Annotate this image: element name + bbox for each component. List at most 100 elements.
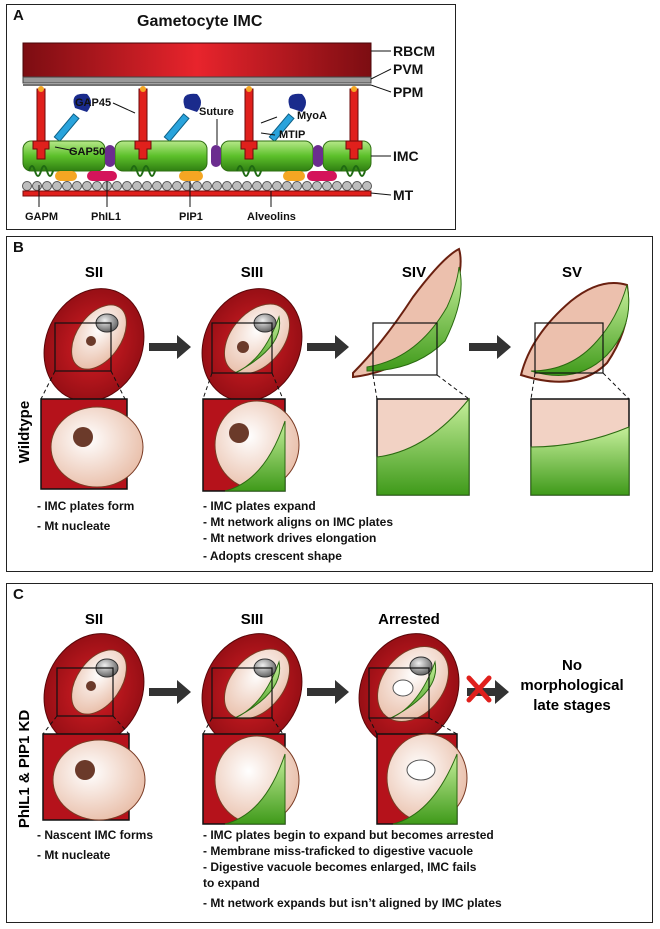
zoom-panel-arrested: [376, 733, 468, 825]
label-myoa: MyoA: [297, 110, 327, 122]
alveolin-bead: [112, 181, 122, 191]
alveolin-bead: [52, 181, 62, 191]
stage-label-siv: SIV: [402, 264, 426, 281]
kd-stage-arrows: [149, 680, 509, 704]
alveolin-bead: [72, 181, 82, 191]
outcome-line-1: No: [562, 657, 582, 674]
zoom-panel-siv: [376, 397, 470, 496]
pvm-layer: [22, 76, 372, 84]
rbcm-layer: [22, 42, 372, 78]
blocked-x-icon: [466, 675, 492, 703]
alveolin-bead: [192, 181, 202, 191]
label-pvm: PVM: [393, 61, 423, 77]
zoom-panel-c-siii: [202, 733, 300, 825]
knockdown-stages: PhIL1 & PIP1 KD SII SIII Arrested: [16, 611, 624, 828]
alveolin-bead: [212, 181, 222, 191]
kd-note-2b: - Membrane miss-traficked to digestive v…: [203, 844, 474, 858]
kd-note-1a: - Nascent IMC forms: [37, 828, 154, 842]
zoom-box-siv: [372, 322, 438, 376]
kd-note-2a: - IMC plates begin to expand but becomes…: [203, 828, 494, 842]
panel-a: A Gametocyte IMC: [6, 4, 456, 230]
wt-note-2d: - Adopts crescent shape: [203, 549, 342, 563]
alveolin-bead: [312, 181, 322, 191]
zoom-box-arrested: [368, 667, 430, 719]
label-gap50: GAP50: [69, 146, 105, 158]
alveolin-bead: [342, 181, 352, 191]
zoom-box-c-siii: [211, 667, 273, 719]
gap50-anchors: [32, 140, 363, 160]
alveolin-bead: [202, 181, 212, 191]
zoom-panel-siii: [202, 398, 300, 492]
alveolin-bead: [292, 181, 302, 191]
myoa-motors: [53, 93, 306, 143]
label-rbcm: RBCM: [393, 43, 435, 59]
alveolin-beads: [22, 181, 372, 191]
stage-label-sv: SV: [562, 264, 582, 281]
wt-note-1a: - IMC plates form: [37, 499, 135, 513]
panel-b-letter: B: [13, 239, 24, 256]
panel-c-letter: C: [13, 586, 24, 603]
stage-label-c-sii: SII: [85, 611, 103, 628]
label-gapm: GAPM: [25, 211, 58, 223]
kd-note-1b: - Mt nucleate: [37, 848, 111, 862]
panel-b: B Wildtype SII SIII SIV SV: [6, 236, 653, 572]
alveolin-bead: [62, 181, 72, 191]
wt-note-2a: - IMC plates expand: [203, 499, 316, 513]
label-gap45: GAP45: [75, 97, 111, 109]
alveolin-bead: [222, 181, 232, 191]
outcome-line-3: late stages: [533, 697, 611, 714]
panel-a-letter: A: [13, 7, 24, 24]
alveolin-bead: [282, 181, 292, 191]
label-pip1: PIP1: [179, 211, 203, 223]
wt-note-2b: - Mt network aligns on IMC plates: [203, 515, 394, 529]
alveolin-bead: [32, 181, 42, 191]
alveolin-bead: [22, 181, 32, 191]
alveolin-bead: [152, 181, 162, 191]
zoom-box-sii: [54, 322, 112, 372]
sutures: [105, 145, 323, 167]
kd-note-2e: - Mt network expands but isn’t aligned b…: [203, 896, 502, 910]
kd-note-2d: to expand: [203, 876, 260, 890]
cell-arrested: [358, 633, 460, 747]
alveolin-bead: [172, 181, 182, 191]
stage-label-c-siii: SIII: [241, 611, 264, 628]
phil1-pip1: [55, 171, 337, 181]
panel-a-title: Gametocyte IMC: [137, 13, 263, 30]
outcome-line-2: morphological: [520, 677, 623, 694]
microtubule-line: [22, 190, 372, 197]
cell-sv: [519, 282, 630, 383]
cell-c-sii: [43, 633, 145, 747]
alveolin-bead: [302, 181, 312, 191]
label-imc: IMC: [393, 148, 419, 164]
zoom-panel-sii: [40, 398, 144, 490]
zoom-box-siii: [211, 322, 273, 374]
zoom-panel-sv: [530, 398, 630, 496]
wildtype-stages: Wildtype SII SIII SIV SV: [16, 247, 630, 496]
alveolin-bead: [242, 181, 252, 191]
alveolin-bead: [92, 181, 102, 191]
stage-label-arrested: Arrested: [378, 611, 440, 628]
alveolin-bead: [132, 181, 142, 191]
alveolin-bead: [232, 181, 242, 191]
side-label-wildtype: Wildtype: [16, 401, 33, 463]
label-phil1: PhIL1: [91, 211, 121, 223]
zoom-panel-c-sii: [42, 733, 146, 821]
alveolin-bead: [82, 181, 92, 191]
alveolin-bead: [272, 181, 282, 191]
gap45-tips: [38, 86, 357, 92]
alveolin-bead: [42, 181, 52, 191]
label-suture: Suture: [199, 106, 234, 118]
alveolin-bead: [262, 181, 272, 191]
wt-note-2c: - Mt network drives elongation: [203, 531, 377, 545]
alveolin-bead: [122, 181, 132, 191]
wt-note-1b: - Mt nucleate: [37, 519, 111, 533]
alveolin-bead: [322, 181, 332, 191]
imc-schematic: RBCM PVM PPM IMC MT GAP45 Suture MyoA MT…: [22, 42, 435, 223]
label-ppm: PPM: [393, 84, 423, 100]
label-mt: MT: [393, 187, 414, 203]
stage-arrows: [149, 335, 511, 359]
panel-c: C PhIL1 & PIP1 KD SII SIII Arrested: [6, 583, 653, 923]
alveolin-bead: [142, 181, 152, 191]
stage-label-sii: SII: [85, 264, 103, 281]
alveolin-bead: [362, 181, 372, 191]
